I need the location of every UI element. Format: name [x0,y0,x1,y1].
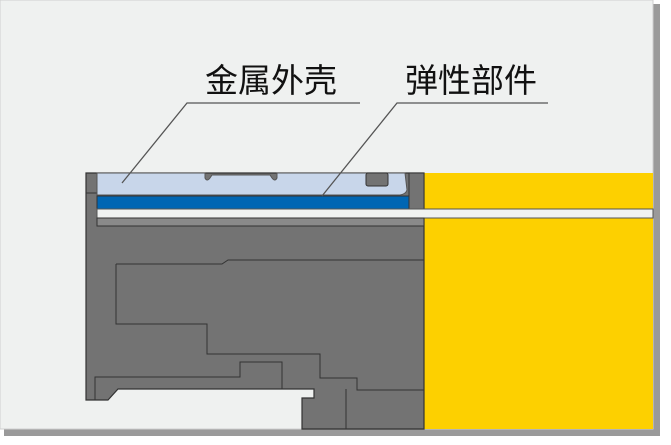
metal-shell-label: 金属外壳 [205,61,337,100]
housing-inner-outline [115,264,424,391]
shell-clip [365,172,389,187]
metal-shell [96,172,408,196]
housing-body [85,172,425,430]
elastic-part [96,195,410,210]
housing-column [408,172,425,210]
elastic-part-label: 弹性部件 [405,61,537,100]
housing-lower-outline [94,361,283,400]
metal-shell-leader-line [121,102,360,184]
light-strip [96,208,654,219]
housing-step-line [116,259,424,265]
elastic-part-leader-line [321,102,548,197]
gray-strip [96,217,425,227]
